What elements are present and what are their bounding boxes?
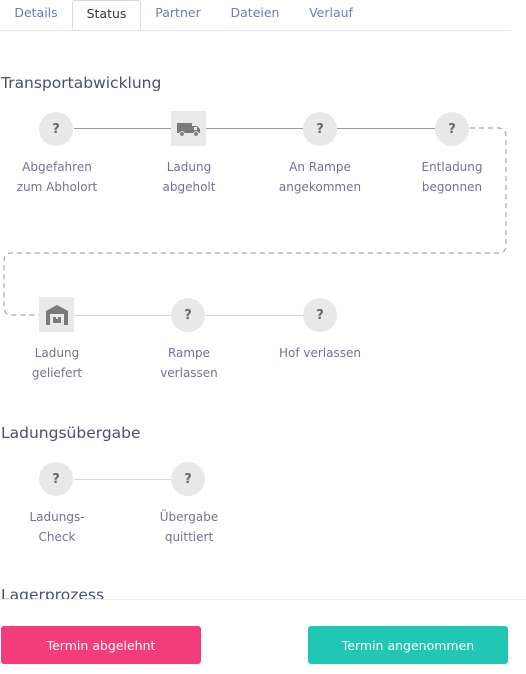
- step-label: Ladungs-Check: [29, 510, 85, 544]
- dashed-connector: [3, 127, 507, 316]
- truck-icon: [171, 111, 206, 146]
- step-status-icon: ?: [171, 298, 205, 332]
- tab-dateien[interactable]: Dateien: [230, 5, 280, 20]
- step-status-icon: ?: [39, 462, 73, 496]
- step-status-icon: ?: [303, 298, 337, 332]
- step-connector: [336, 128, 436, 129]
- footer-bar: Termin abgelehnt Termin angenommen: [0, 599, 526, 674]
- tab-verlauf[interactable]: Verlauf: [309, 5, 353, 20]
- section-title-handover: Ladungsübergabe: [1, 424, 141, 442]
- tab-bar: Details Status Partner Dateien Verlauf: [0, 0, 510, 31]
- step-connector: [74, 128, 172, 129]
- step-connector: [74, 315, 172, 316]
- step-connector: [74, 479, 172, 480]
- step-connector: [206, 315, 304, 316]
- accept-appointment-button[interactable]: Termin angenommen: [308, 626, 508, 664]
- step-status-icon: ?: [39, 112, 73, 146]
- reject-appointment-button[interactable]: Termin abgelehnt: [1, 626, 201, 664]
- step-status-icon: ?: [171, 462, 205, 496]
- tab-partner[interactable]: Partner: [155, 5, 201, 20]
- step-status-icon: ?: [303, 112, 337, 146]
- warehouse-icon: [39, 297, 74, 332]
- tab-status[interactable]: Status: [72, 0, 141, 30]
- step-label: Hof verlassen: [278, 346, 361, 360]
- tab-details[interactable]: Details: [14, 5, 58, 20]
- step-status-icon: ?: [435, 112, 469, 146]
- step-connector: [206, 128, 304, 129]
- section-title-transport: Transportabwicklung: [1, 74, 162, 92]
